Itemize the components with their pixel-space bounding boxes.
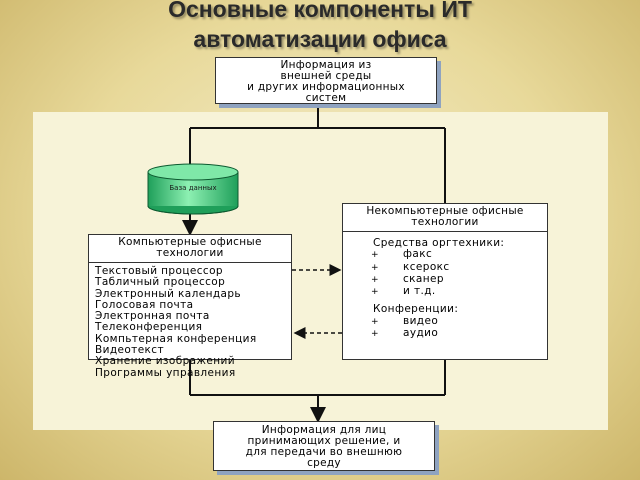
computer-tech-list: Текстовый процессор Табличный процессор …	[89, 263, 291, 383]
bullet-mark: +	[371, 262, 379, 273]
list-item-text: факс	[403, 248, 433, 261]
decision-info-line: принимающих решение, и	[247, 435, 401, 447]
list-item-text: и т.д.	[403, 285, 436, 298]
list-item: Электронная почта	[95, 310, 210, 323]
list-item: + сканер	[349, 272, 541, 286]
decision-info-line: среду	[307, 457, 341, 469]
list-item: Хранение изображений	[95, 355, 235, 368]
list-item-text: аудио	[403, 327, 439, 340]
list-item: + факс	[349, 249, 541, 261]
section-heading-conferences: Конференции:	[373, 303, 459, 316]
list-item: + и т.д.	[349, 286, 541, 298]
list-item: Видеотекст	[95, 344, 164, 357]
bullet-mark: +	[371, 274, 379, 285]
list-item: Текстовый процессор	[95, 265, 223, 277]
list-item-text: видео	[403, 314, 439, 327]
external-info-line: Информация из	[280, 59, 372, 71]
noncomputer-tech-box: Некомпьютерные офисные технологии Средст…	[342, 203, 548, 360]
bullet-mark: +	[371, 287, 379, 298]
slide-title: Основные компоненты ИТ автоматизации офи…	[0, 0, 640, 54]
section-heading-office-equipment: Средства оргтехники:	[373, 237, 505, 249]
computer-tech-title: Компьютерные офисные технологии	[89, 235, 291, 263]
list-item: Электронный календарь	[95, 287, 241, 300]
list-item: Табличный процессор	[95, 276, 226, 289]
title-line-1: Основные компоненты ИТ	[168, 0, 472, 22]
list-item: + видео	[349, 314, 541, 328]
computer-tech-box: Компьютерные офисные технологии Текстовы…	[88, 234, 292, 378]
bullet-mark: +	[371, 329, 379, 340]
noncomputer-tech-title: Некомпьютерные офисные технологии	[343, 204, 547, 232]
noncomputer-tech-list: Средства оргтехники: + факс + ксерокс + ска…	[343, 232, 547, 344]
list-item: Программы управления	[95, 366, 236, 379]
title-line-2: автоматизации офиса	[193, 26, 447, 52]
noncomputer-tech-title-line: Некомпьютерные офисные	[366, 205, 524, 217]
database-label: База данных	[169, 184, 217, 192]
decision-info-line: для передачи во внешнюю	[245, 446, 403, 458]
bullet-mark: +	[371, 316, 379, 327]
list-item: + аудио	[349, 327, 541, 340]
list-item-text: ксерокс	[403, 260, 450, 273]
list-item: + ксерокс	[349, 260, 541, 274]
list-item: Телеконференция	[95, 321, 203, 334]
external-info-box: Информация из внешней среды и других инф…	[215, 57, 437, 104]
decision-info-line: Информация для лиц	[261, 424, 387, 436]
noncomputer-tech-title-line: технологии	[411, 216, 479, 228]
external-info-line: и других информационных	[247, 81, 405, 93]
computer-tech-title-line: Компьютерные офисные	[118, 236, 262, 248]
external-info-line: систем	[305, 92, 347, 104]
list-item: Голосовая почта	[95, 298, 194, 311]
database-cylinder	[147, 163, 239, 215]
external-info-line: внешней среды	[280, 70, 372, 82]
bullet-mark: +	[371, 250, 379, 261]
list-item-text: сканер	[403, 272, 444, 285]
computer-tech-title-line: технологии	[156, 247, 224, 259]
decision-info-box: Информация для лиц принимающих решение, …	[213, 421, 435, 471]
list-item: Компьтерная конференция	[95, 332, 257, 345]
